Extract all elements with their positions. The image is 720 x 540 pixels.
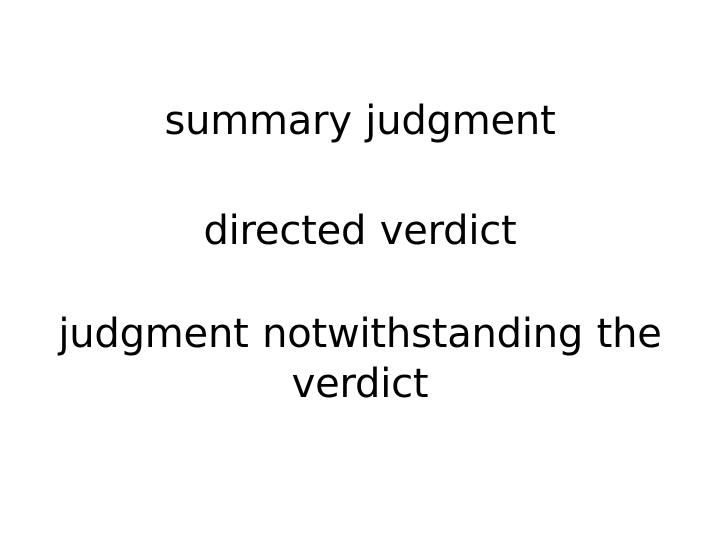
slide-content-body: summary judgment directed verdict judgme…: [40, 96, 680, 409]
slide-text-line-2: directed verdict: [203, 208, 517, 254]
slide-text-line-3: judgment notwithstanding the verdict: [58, 311, 662, 407]
slide-text-line-1: summary judgment: [164, 98, 556, 144]
